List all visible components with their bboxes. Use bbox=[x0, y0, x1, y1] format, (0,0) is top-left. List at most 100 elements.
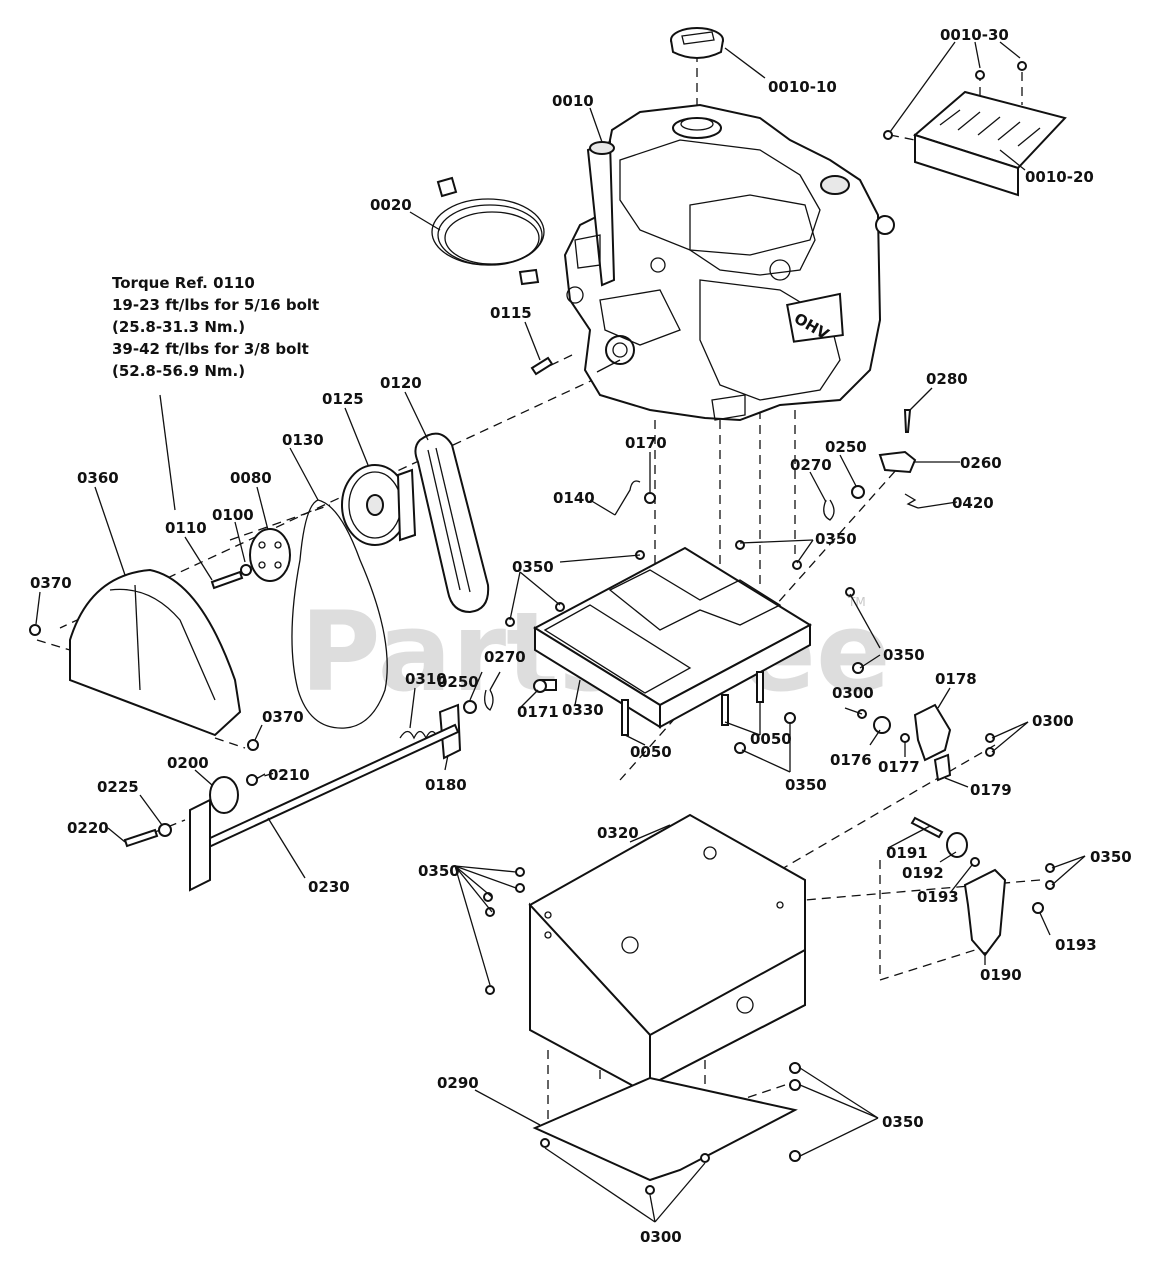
callout-0192: 0192 bbox=[902, 864, 944, 882]
callout-0193-a: 0193 bbox=[917, 888, 959, 906]
bolts-0300-bottom bbox=[540, 1138, 710, 1195]
callout-0050-a: 0050 bbox=[630, 743, 672, 761]
washer-0250a bbox=[851, 485, 865, 499]
callout-0300-b: 0300 bbox=[1032, 712, 1074, 730]
callout-0350-g: 0350 bbox=[882, 1113, 924, 1131]
callout-0350-a: 0350 bbox=[815, 530, 857, 548]
callout-0225: 0225 bbox=[97, 778, 139, 796]
bolt-0110 bbox=[210, 570, 244, 590]
nut-0210 bbox=[246, 774, 258, 786]
idler-shaft bbox=[189, 723, 460, 892]
washer-0250b bbox=[463, 700, 477, 714]
callout-0190: 0190 bbox=[980, 966, 1022, 984]
callout-0179: 0179 bbox=[970, 781, 1012, 799]
bolts-0350-left bbox=[483, 867, 525, 995]
screw-0370a bbox=[29, 624, 41, 636]
gear-belt bbox=[414, 432, 490, 614]
callout-0010: 0010 bbox=[552, 92, 594, 110]
callout-0180: 0180 bbox=[425, 776, 467, 794]
callout-0350-c: 0350 bbox=[883, 646, 925, 664]
bracket-0190 bbox=[963, 868, 1007, 957]
callout-0370-b: 0370 bbox=[262, 708, 304, 726]
callout-0250-b: 0250 bbox=[437, 673, 479, 691]
callout-0170: 0170 bbox=[625, 434, 667, 452]
spring-0310 bbox=[399, 730, 439, 740]
bolt-0220 bbox=[123, 828, 159, 848]
callout-0350-e: 0350 bbox=[418, 862, 460, 880]
engine-mount-plate bbox=[505, 540, 864, 729]
bracket-0260 bbox=[878, 450, 917, 474]
callout-0100: 0100 bbox=[212, 506, 254, 524]
callout-0120: 0120 bbox=[380, 374, 422, 392]
bracket-0179 bbox=[933, 753, 952, 782]
pulley-0192 bbox=[946, 832, 968, 858]
callout-0350-d: 0350 bbox=[785, 776, 827, 794]
callout-0420: 0420 bbox=[952, 494, 994, 512]
callout-0350-f: 0350 bbox=[1090, 848, 1132, 866]
callout-0250-a: 0250 bbox=[825, 438, 867, 456]
pin-0280 bbox=[903, 409, 912, 433]
bracket-0178 bbox=[913, 703, 952, 762]
callout-0280: 0280 bbox=[926, 370, 968, 388]
callout-0330: 0330 bbox=[562, 701, 604, 719]
callout-0177: 0177 bbox=[878, 758, 920, 776]
drive-pulley bbox=[341, 464, 417, 546]
callout-0010-20: 0010-20 bbox=[1025, 168, 1094, 186]
callout-0300-a: 0300 bbox=[832, 684, 874, 702]
bolt-0050b bbox=[721, 694, 729, 726]
torque-note: Torque Ref. 0110 19-23 ft/lbs for 5/16 b… bbox=[112, 274, 319, 380]
fuel-cap bbox=[670, 27, 724, 59]
callout-0193-b: 0193 bbox=[1055, 936, 1097, 954]
chassis-housing bbox=[528, 813, 806, 1097]
callout-0115: 0115 bbox=[490, 304, 532, 322]
callout-0176: 0176 bbox=[830, 751, 872, 769]
callout-0110: 0110 bbox=[165, 519, 207, 537]
bolt-0350g2 bbox=[1045, 880, 1055, 890]
callout-0130: 0130 bbox=[282, 431, 324, 449]
bolt-0050a bbox=[621, 699, 629, 736]
callout-0125: 0125 bbox=[322, 390, 364, 408]
callout-0200: 0200 bbox=[167, 754, 209, 772]
callout-0050-b: 0050 bbox=[750, 730, 792, 748]
electric-start-cord bbox=[431, 176, 545, 286]
screw-0370b bbox=[247, 739, 259, 751]
callout-0260: 0260 bbox=[960, 454, 1002, 472]
torque-note-line2: 19-23 ft/lbs for 5/16 bolt bbox=[112, 296, 319, 314]
pin-0171 bbox=[533, 679, 547, 693]
v-belt bbox=[291, 499, 388, 729]
nut-0193b bbox=[1032, 902, 1044, 914]
callout-0220: 0220 bbox=[67, 819, 109, 837]
washer-0176 bbox=[873, 716, 891, 734]
callout-labels: 0010-10 0010 0010-30 0010-20 0020 0115 0… bbox=[30, 26, 1132, 1246]
callout-0010-10: 0010-10 bbox=[768, 78, 837, 96]
callout-0310: 0310 bbox=[405, 670, 447, 688]
callout-0290: 0290 bbox=[437, 1074, 479, 1092]
callout-0178: 0178 bbox=[935, 670, 977, 688]
callout-0320: 0320 bbox=[597, 824, 639, 842]
clip-0270b bbox=[484, 689, 494, 711]
belt-cover bbox=[69, 568, 242, 737]
bolt-0300b2 bbox=[985, 747, 995, 757]
callout-0010-30: 0010-30 bbox=[940, 26, 1009, 44]
callout-0300-c: 0300 bbox=[640, 1228, 682, 1246]
nut-0177 bbox=[900, 733, 910, 743]
callout-0171: 0171 bbox=[517, 703, 559, 721]
callout-0270-b: 0270 bbox=[484, 648, 526, 666]
bolt-0050c bbox=[756, 671, 764, 703]
torque-note-line1: Torque Ref. 0110 bbox=[112, 274, 255, 292]
washer-0225 bbox=[158, 823, 172, 837]
nut-0350f bbox=[784, 712, 796, 724]
callout-0140: 0140 bbox=[553, 489, 595, 507]
nut-0170 bbox=[644, 492, 656, 504]
torque-note-line5: (52.8-56.9 Nm.) bbox=[112, 362, 245, 380]
watermark-tm: TM bbox=[847, 595, 866, 609]
spring-0420 bbox=[904, 493, 919, 509]
callout-0210: 0210 bbox=[268, 766, 310, 784]
small-pulley bbox=[249, 528, 291, 582]
callout-0360: 0360 bbox=[77, 469, 119, 487]
callout-0270-a: 0270 bbox=[790, 456, 832, 474]
callout-0080: 0080 bbox=[230, 469, 272, 487]
idler-pulley-0200 bbox=[209, 776, 239, 814]
bottom-plate bbox=[532, 1076, 798, 1182]
